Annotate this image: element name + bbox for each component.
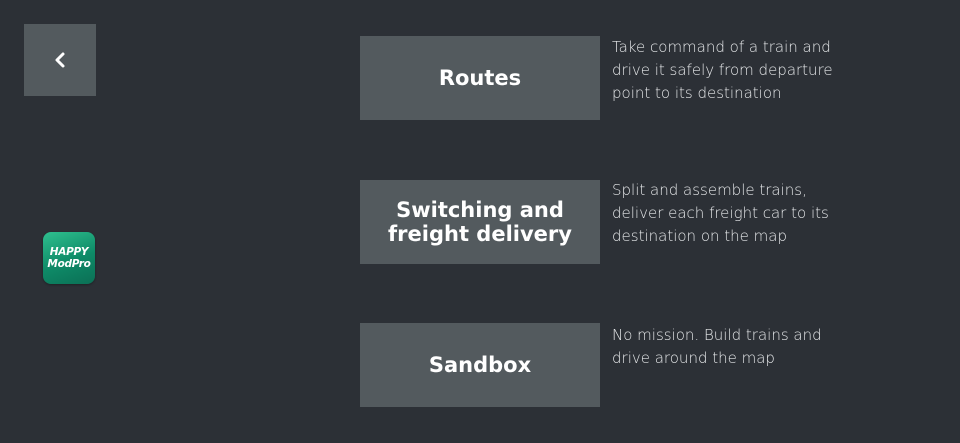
routes-button-label: Routes <box>438 66 522 90</box>
sandbox-button[interactable]: Sandbox <box>360 323 600 407</box>
happymodpro-logo: HAPPY ModPro <box>43 232 95 284</box>
back-button[interactable] <box>24 24 96 96</box>
switching-freight-description: Split and assemble trains, deliver each … <box>612 181 829 245</box>
switching-freight-button-label: Switching and freight delivery <box>388 198 572 246</box>
sandbox-description: No mission. Build trains and drive aroun… <box>612 326 822 367</box>
routes-button[interactable]: Routes <box>360 36 600 120</box>
routes-description: Take command of a train and drive it saf… <box>612 38 833 102</box>
chevron-left-icon <box>55 52 65 68</box>
sandbox-button-label: Sandbox <box>428 353 532 377</box>
logo-line-2: ModPro <box>47 258 91 270</box>
logo-line-1: HAPPY <box>49 246 89 258</box>
switching-freight-button[interactable]: Switching and freight delivery <box>360 180 600 264</box>
